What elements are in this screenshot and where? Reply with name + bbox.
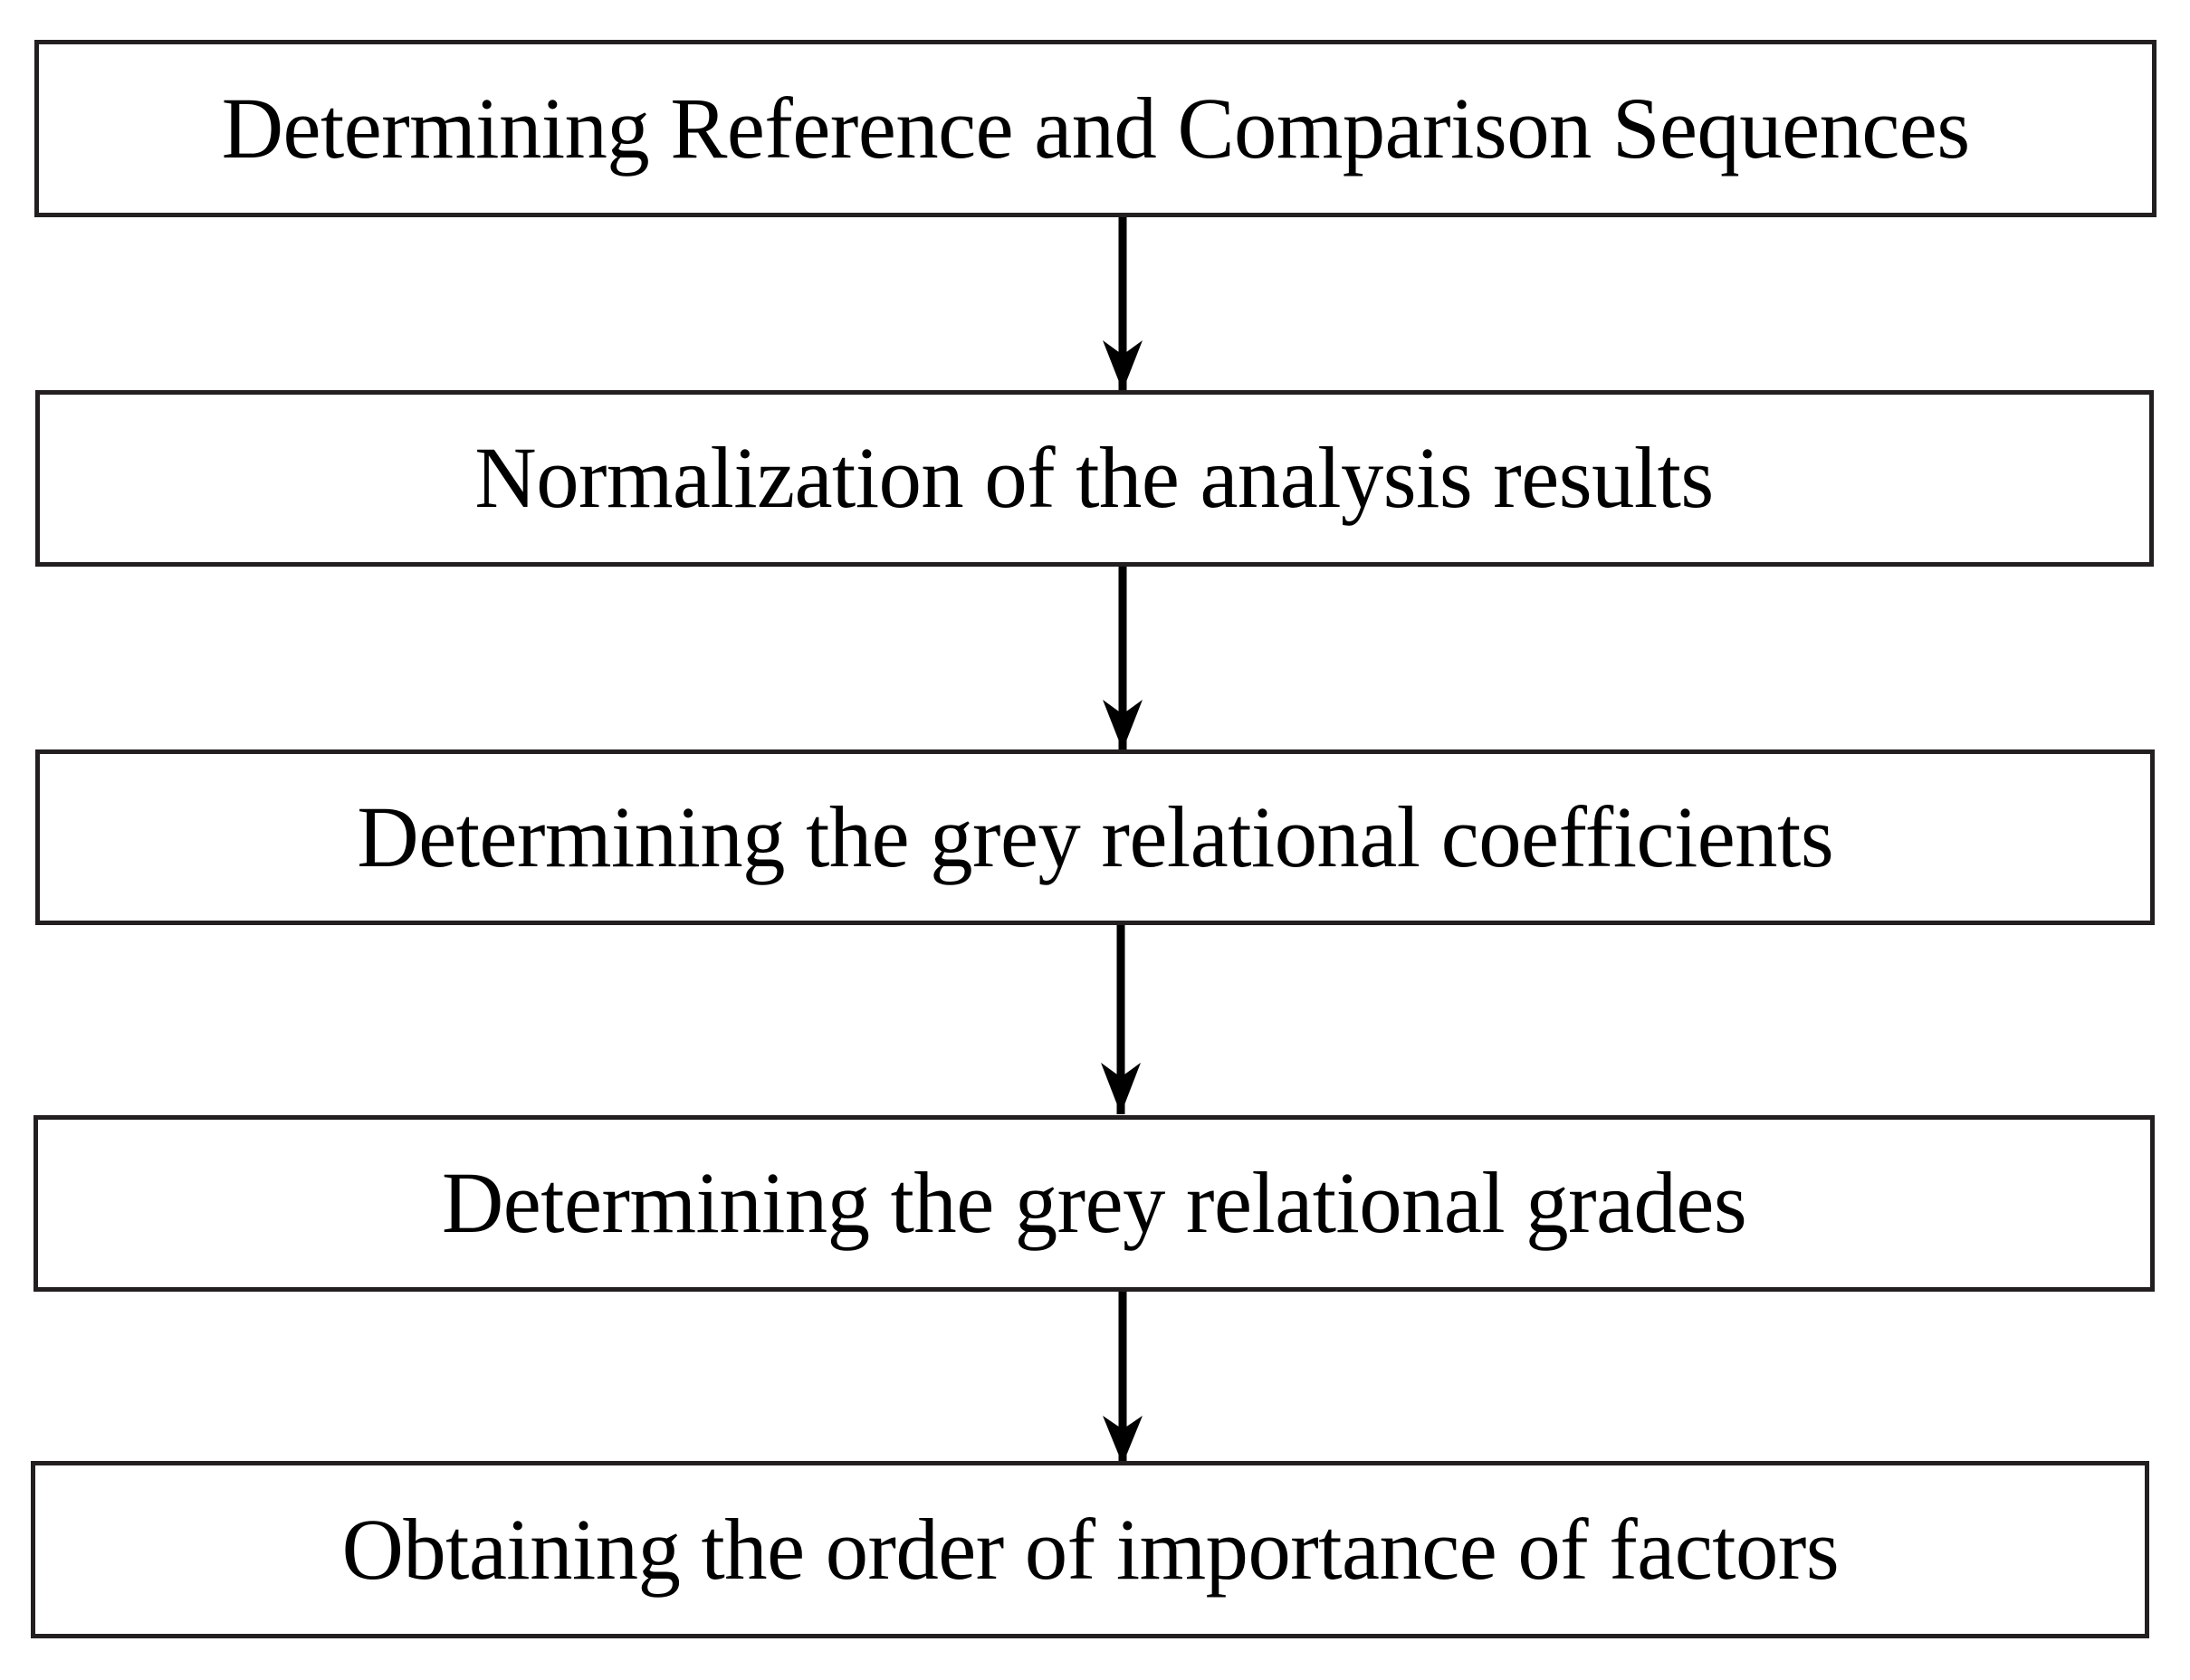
flow-node-step-1[interactable]: Determining Reference and Comparison Seq… — [34, 40, 2157, 217]
flow-arrow-step-1-to-step-2 — [1091, 217, 1154, 391]
flow-arrow-step-3-to-step-4 — [1089, 925, 1152, 1114]
flow-node-step-5-label: Obtaining the order of importance of fac… — [341, 1500, 1839, 1598]
flow-node-step-5[interactable]: Obtaining the order of importance of fac… — [31, 1461, 2149, 1638]
flow-node-step-2[interactable]: Normalization of the analysis results — [35, 390, 2154, 567]
flow-arrow-step-2-to-step-3 — [1091, 567, 1154, 750]
flow-node-step-3-label: Determining the grey relational coeffici… — [357, 788, 1833, 885]
flow-node-step-1-label: Determining Reference and Comparison Seq… — [221, 79, 1970, 177]
flow-node-step-4[interactable]: Determining the grey relational grades — [33, 1115, 2155, 1292]
flow-node-step-2-label: Normalization of the analysis results — [474, 429, 1715, 527]
flow-node-step-3[interactable]: Determining the grey relational coeffici… — [35, 749, 2155, 925]
flow-node-step-4-label: Determining the grey relational grades — [441, 1154, 1747, 1252]
flow-arrow-step-4-to-step-5 — [1091, 1292, 1154, 1465]
